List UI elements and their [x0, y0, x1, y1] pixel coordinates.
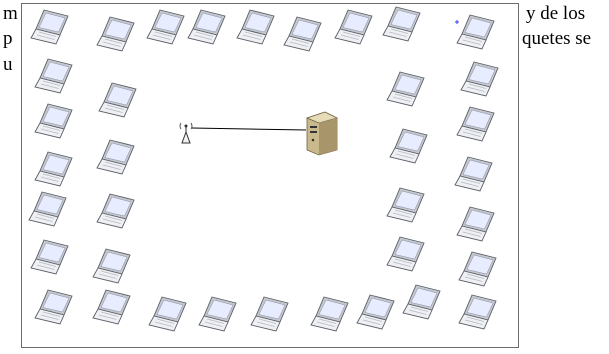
laptop-icon[interactable] [30, 7, 72, 47]
laptop-icon[interactable] [98, 80, 140, 120]
laptop-icon[interactable] [34, 101, 76, 141]
laptop-icon[interactable] [382, 4, 424, 44]
laptop-icon[interactable] [386, 69, 428, 109]
laptop-icon[interactable] [456, 12, 498, 52]
doc-text-line-1-right: y de los [526, 3, 586, 24]
doc-text-line-3-left: u [3, 54, 13, 75]
laptop-icon[interactable] [456, 104, 498, 144]
server-icon[interactable] [303, 110, 339, 156]
laptop-icon[interactable] [30, 237, 72, 277]
laptop-icon[interactable] [96, 191, 138, 231]
link-line [191, 127, 307, 131]
laptop-icon[interactable] [28, 189, 70, 229]
access-point-icon[interactable] [178, 120, 194, 146]
plus-marker-icon [455, 20, 459, 24]
laptop-icon[interactable] [96, 137, 138, 177]
laptop-icon[interactable] [458, 292, 500, 332]
laptop-icon[interactable] [454, 154, 496, 194]
laptop-icon[interactable] [198, 294, 240, 334]
laptop-icon[interactable] [283, 14, 325, 54]
laptop-icon[interactable] [310, 294, 352, 334]
laptop-icon[interactable] [356, 292, 398, 332]
network-links [191, 20, 459, 131]
laptop-icon[interactable] [386, 234, 428, 274]
laptop-icon[interactable] [456, 204, 498, 244]
doc-text-line-2-right: quetes se [522, 28, 592, 49]
laptop-icon[interactable] [96, 14, 138, 54]
laptop-icon[interactable] [334, 7, 376, 47]
laptop-icon[interactable] [34, 149, 76, 189]
laptop-icon[interactable] [146, 7, 188, 47]
doc-text-line-1-left: m [3, 3, 18, 24]
doc-text-line-2-left: p [3, 28, 13, 49]
laptop-icon[interactable] [250, 294, 292, 334]
laptop-icon[interactable] [148, 294, 190, 334]
laptop-icon[interactable] [34, 56, 76, 96]
network-diagram-frame [21, 3, 519, 348]
laptop-icon[interactable] [386, 185, 428, 225]
laptop-icon[interactable] [236, 7, 278, 47]
laptop-icon[interactable] [389, 126, 431, 166]
laptop-icon[interactable] [34, 287, 76, 327]
laptop-icon[interactable] [92, 287, 134, 327]
laptop-icon[interactable] [460, 59, 502, 99]
laptop-icon[interactable] [402, 282, 444, 322]
laptop-icon[interactable] [458, 249, 500, 289]
laptop-icon[interactable] [92, 246, 134, 286]
laptop-icon[interactable] [187, 7, 229, 47]
